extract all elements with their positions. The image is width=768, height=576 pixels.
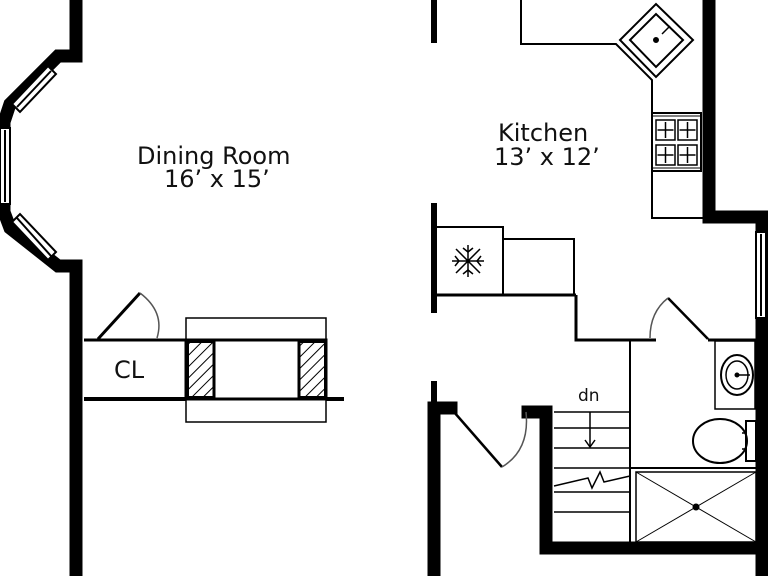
closet-label: CL <box>114 356 145 384</box>
closet-door-swing <box>139 292 160 339</box>
hall-stairs-bath <box>453 297 757 543</box>
dining-room-dimensions: 16’ x 15’ <box>164 165 270 193</box>
upper-counter <box>520 0 709 219</box>
kitchen-sink-inner <box>628 12 685 69</box>
vanity-sink <box>720 354 754 396</box>
cooktop <box>651 112 702 172</box>
stair-treads <box>553 411 631 513</box>
entry-door-swing <box>501 411 528 468</box>
sink-drain <box>653 37 659 43</box>
vanity <box>714 340 756 410</box>
lower-center-wall <box>427 401 458 576</box>
dining-room-label: Dining Room <box>137 142 291 170</box>
shower-stall <box>635 471 757 543</box>
fireplace-hatch-left <box>187 341 215 398</box>
closet-door <box>96 291 142 341</box>
stairs-direction-label: dn <box>578 386 600 406</box>
kitchen-fixtures <box>434 0 709 342</box>
bath-door-swing <box>649 297 669 339</box>
cooktop-burners <box>655 119 698 166</box>
stair-arrow-icon <box>584 412 596 449</box>
stair-enclosure-wall <box>521 405 768 555</box>
toilet-bowl <box>692 418 748 464</box>
entry-door <box>453 411 503 468</box>
shower-drain <box>692 503 700 511</box>
right-exterior-wall <box>702 0 768 576</box>
closet-area <box>84 291 344 423</box>
snowflake-icon <box>452 245 484 277</box>
bath-door <box>667 297 709 340</box>
side-counter <box>502 238 575 296</box>
kitchen-label: Kitchen <box>498 119 589 147</box>
kitchen-dimensions: 13’ x 12’ <box>494 143 600 171</box>
bay-windows <box>0 64 767 319</box>
fireplace-hatch-right <box>298 341 326 398</box>
